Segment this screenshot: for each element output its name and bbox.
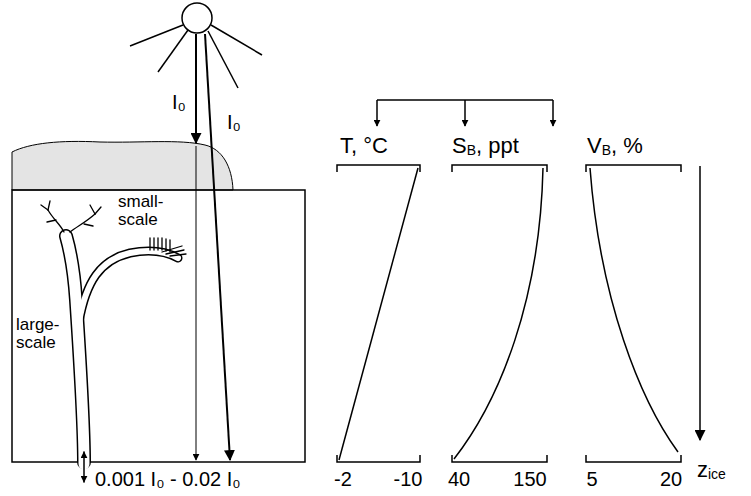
bracket-arrow <box>377 100 553 126</box>
axis-title: , ppt <box>476 134 519 157</box>
profile-curve <box>339 168 678 460</box>
axis-subscript: B <box>467 143 476 158</box>
scale-label: large-scale <box>16 316 74 352</box>
axis-value: 20 <box>660 469 682 490</box>
axis-value: 40 <box>448 469 470 490</box>
axis-value: -2 <box>334 469 352 490</box>
axis-subscript: B <box>602 143 611 158</box>
axis-subscript: ice <box>708 467 726 482</box>
profile-axis <box>337 165 681 462</box>
transmission-range: 0.001 I₀ - 0.02 I₀ <box>95 469 241 490</box>
ice-block <box>12 190 305 462</box>
axis-title: V <box>587 134 602 157</box>
axis-title: T, °C <box>340 134 388 157</box>
brine-channel <box>41 201 186 482</box>
axis-value: 5 <box>586 469 597 490</box>
snow-layer <box>12 141 233 190</box>
axis-value: -10 <box>394 469 423 490</box>
intensity-label: I₀ <box>172 92 186 113</box>
axis-title: z <box>697 458 708 481</box>
axis-value: 150 <box>513 469 546 490</box>
axis-title: S <box>452 134 467 157</box>
scale-label: small-scale <box>118 193 180 229</box>
axis-title: , % <box>611 134 643 157</box>
intensity-label: I₀ <box>227 112 241 133</box>
light-ray <box>196 34 230 460</box>
depth-arrow <box>699 166 701 440</box>
